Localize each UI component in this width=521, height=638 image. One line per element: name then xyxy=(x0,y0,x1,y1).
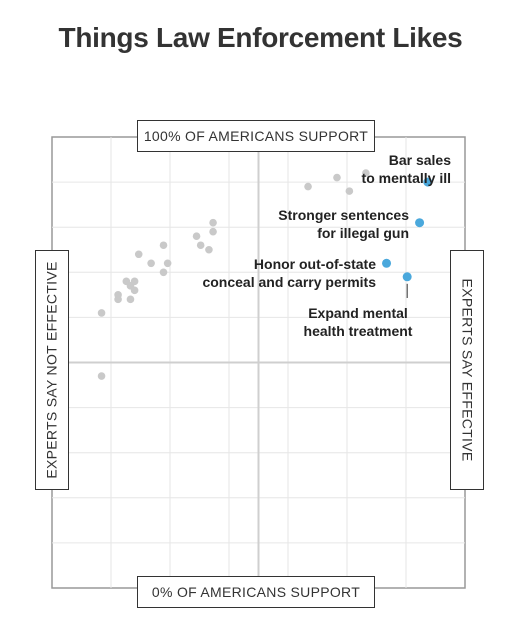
axis-label-right-text: EXPERTS SAY EFFECTIVE xyxy=(459,278,475,462)
annotation-line: health treatment xyxy=(303,323,413,339)
grey-points xyxy=(97,169,370,380)
highlight-data-point xyxy=(402,272,412,282)
chart-title: Things Law Enforcement Likes xyxy=(58,22,463,53)
data-point xyxy=(209,227,217,236)
axis-label-bottom-text: 0% OF AMERICANS SUPPORT xyxy=(151,584,361,600)
data-point xyxy=(130,277,139,286)
data-point xyxy=(205,245,213,254)
data-point xyxy=(97,309,106,317)
annotation-line: Expand mental xyxy=(308,305,408,321)
highlight-data-point xyxy=(382,258,392,268)
data-point xyxy=(304,182,312,191)
data-point xyxy=(97,372,106,380)
data-point xyxy=(192,232,201,241)
data-point xyxy=(196,241,205,250)
data-point xyxy=(126,295,135,304)
axis-label-bottom: 0% OF AMERICANS SUPPORT xyxy=(137,576,375,608)
midlines xyxy=(52,137,465,588)
annotation-honor-permits: Honor out-of-state conceal and carry per… xyxy=(178,255,376,291)
data-point xyxy=(147,259,155,268)
highlight-data-point xyxy=(423,177,433,187)
annotation-line: Honor out-of-state xyxy=(253,256,376,272)
axis-label-right: EXPERTS SAY EFFECTIVE xyxy=(450,250,484,490)
highlight-data-point xyxy=(415,218,425,228)
annotation-stronger-sentences: Stronger sentences for illegal gun xyxy=(249,206,409,242)
axis-label-left: EXPERTS SAY NOT EFFECTIVE xyxy=(35,250,69,490)
annotation-line: to mentally ill xyxy=(361,170,451,186)
annotation-line: conceal and carry permits xyxy=(202,274,376,290)
highlight-points xyxy=(382,177,433,282)
axis-label-top: 100% OF AMERICANS SUPPORT xyxy=(137,120,375,152)
axis-label-left-text: EXPERTS SAY NOT EFFECTIVE xyxy=(44,261,61,479)
annotation-bar-sales: Bar sales to mentally ill xyxy=(355,151,451,187)
data-point xyxy=(134,250,143,259)
data-point xyxy=(362,169,370,177)
annotation-mental-health: Expand mental health treatment xyxy=(290,304,426,340)
data-point xyxy=(130,286,139,295)
data-point xyxy=(114,295,122,304)
annotation-line: Bar sales xyxy=(388,152,451,168)
data-point xyxy=(345,187,354,195)
axis-label-top-text: 100% OF AMERICANS SUPPORT xyxy=(143,128,369,144)
data-point xyxy=(159,268,168,277)
data-point xyxy=(333,173,341,182)
annotation-line: Stronger sentences xyxy=(278,207,409,223)
annotation-line: for illegal gun xyxy=(317,225,409,241)
data-point xyxy=(163,259,172,268)
data-point xyxy=(159,241,168,250)
data-point xyxy=(209,218,217,227)
